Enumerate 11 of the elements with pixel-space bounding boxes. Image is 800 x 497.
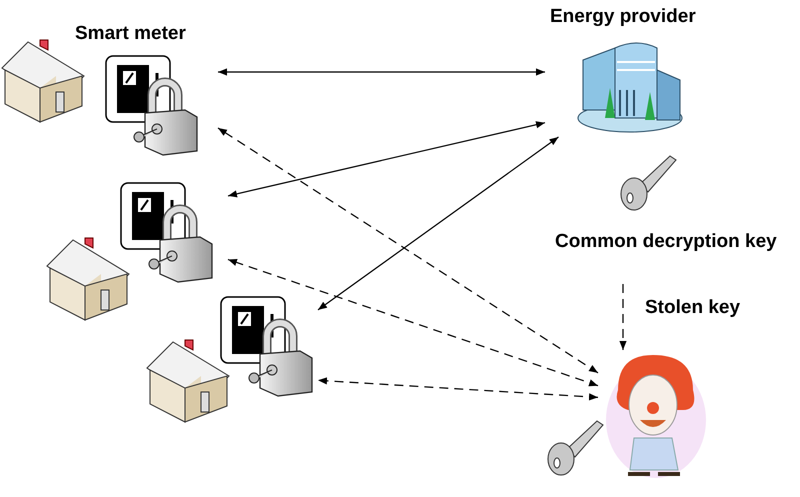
dashed-arrow	[228, 258, 598, 386]
arrow	[218, 68, 545, 76]
edge-label: Stolen key	[643, 296, 742, 319]
node-caption: Energy provider	[550, 5, 697, 28]
node-caption: Smart meter	[75, 22, 187, 45]
arrow	[318, 136, 559, 310]
node-label: Common decryption key	[555, 230, 778, 253]
arrow	[228, 121, 546, 198]
dashed-arrow	[318, 377, 598, 400]
dashed-arrow	[218, 128, 598, 374]
dashed-arrow	[619, 284, 627, 350]
